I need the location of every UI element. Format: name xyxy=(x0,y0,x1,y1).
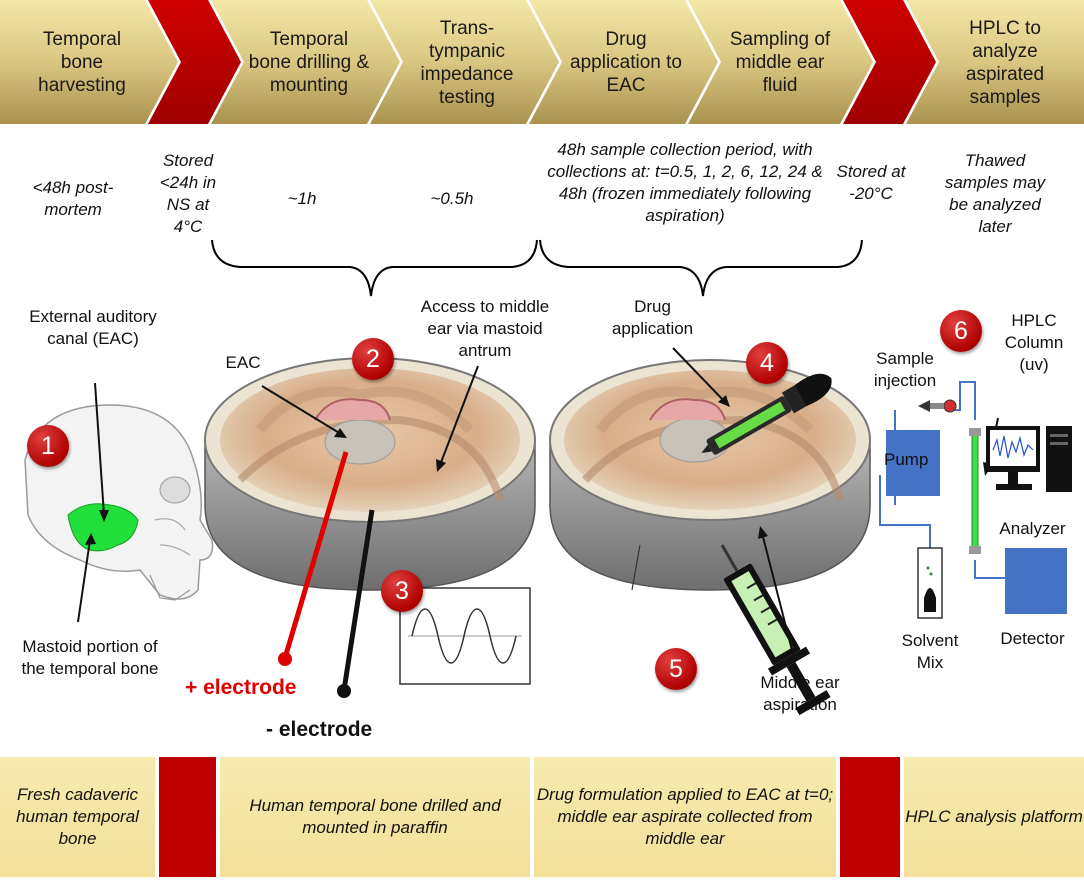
pointer-arrows xyxy=(77,347,796,663)
label-detector: Detector xyxy=(1000,629,1065,648)
step-badge-4: 4 xyxy=(746,342,788,384)
label-plus-electrode: + electrode xyxy=(185,676,297,699)
skull-illustration xyxy=(24,404,214,601)
step-badge-2: 2 xyxy=(352,338,394,380)
bottom-box-hplc-platform: HPLC analysis platform xyxy=(904,757,1084,877)
chevron-step-5 xyxy=(688,0,873,124)
hplc-diagram xyxy=(879,381,1072,619)
label-mastoid-portion: Mastoid portion of the temporal bone xyxy=(21,637,159,678)
timing-note: ~0.5h xyxy=(430,189,474,208)
step-badge-1: 1 xyxy=(27,425,69,467)
bottom-box-fresh-bone: Fresh cadaveric human temporal bone xyxy=(0,757,155,877)
chevron-step-1 xyxy=(0,0,178,124)
label-pump: Pump xyxy=(884,450,929,469)
temporal-bone-dish-1 xyxy=(204,357,536,591)
process-chevron-bar xyxy=(0,0,1084,124)
step-badge-6: 6 xyxy=(940,310,982,352)
pump-box xyxy=(886,430,940,496)
step-label: Temporal bone drilling & mounting xyxy=(248,29,370,96)
chevron-storage-2 xyxy=(843,0,936,124)
timing-note: Stored at -20°C xyxy=(836,162,906,203)
bottom-box-drug-formulation: Drug formulation applied to EAC at t=0; … xyxy=(534,757,836,877)
detector-box xyxy=(1005,548,1067,614)
syringe-illustration xyxy=(720,544,831,716)
step-label: Temporal bone harvesting xyxy=(38,29,126,96)
hplc-column xyxy=(971,429,979,551)
brace-left xyxy=(211,239,538,297)
chevron-step-2 xyxy=(211,0,400,124)
bottom-red-divider-1 xyxy=(159,757,216,877)
minus-electrode-wire xyxy=(341,509,375,691)
plus-electrode-wire xyxy=(282,451,349,659)
dropper-illustration xyxy=(701,373,832,455)
step-label: Trans-tympanic impedance testing xyxy=(420,18,514,108)
label-middle-ear-aspiration: Middle ear aspiration xyxy=(760,673,840,714)
bottom-box-drilled-mounted: Human temporal bone drilled and mounted … xyxy=(220,757,530,877)
timing-note: <48h post-mortem xyxy=(32,178,114,219)
label-access-middle-ear: Access to middle ear via mastoid antrum xyxy=(420,297,550,360)
bottom-red-divider-2 xyxy=(840,757,900,877)
step-label: Sampling of middle ear fluid xyxy=(729,29,831,96)
minus-electrode-tip xyxy=(337,684,351,698)
timing-note: ~1h xyxy=(287,189,317,208)
label-hplc-column: HPLC Column (uv) xyxy=(1004,311,1064,374)
label-solvent-mix: Solvent Mix xyxy=(901,631,959,672)
step-badge-3: 3 xyxy=(381,570,423,612)
label-minus-electrode: - electrode xyxy=(266,718,373,741)
timing-note: 48h sample collection period, with colle… xyxy=(547,140,823,225)
chevron-storage-1 xyxy=(148,0,241,124)
label-analyzer: Analyzer xyxy=(999,519,1066,538)
chevron-step-6 xyxy=(906,0,1084,124)
timing-note: Thawed samples may be analyzed later xyxy=(944,151,1046,236)
chevron-step-3 xyxy=(370,0,559,124)
step-label: HPLC to analyze aspirated samples xyxy=(965,18,1045,108)
step-label: Drug application to EAC xyxy=(570,29,682,96)
step-badge-5: 5 xyxy=(655,648,697,690)
label-eac: EAC xyxy=(225,353,261,372)
label-external-auditory-canal: External auditory canal (EAC) xyxy=(29,307,157,348)
chevron-step-4 xyxy=(529,0,718,124)
temporal-bone-highlight xyxy=(67,503,139,552)
timing-note: Stored <24h in NS at 4°C xyxy=(159,151,217,236)
brace-right xyxy=(539,239,863,297)
tube-detector xyxy=(974,560,1005,579)
label-drug-application: Drug application xyxy=(611,297,694,338)
plus-electrode-tip xyxy=(278,652,292,666)
impedance-waveform-box xyxy=(399,587,531,685)
label-sample-injection: Sample injection xyxy=(873,349,937,390)
